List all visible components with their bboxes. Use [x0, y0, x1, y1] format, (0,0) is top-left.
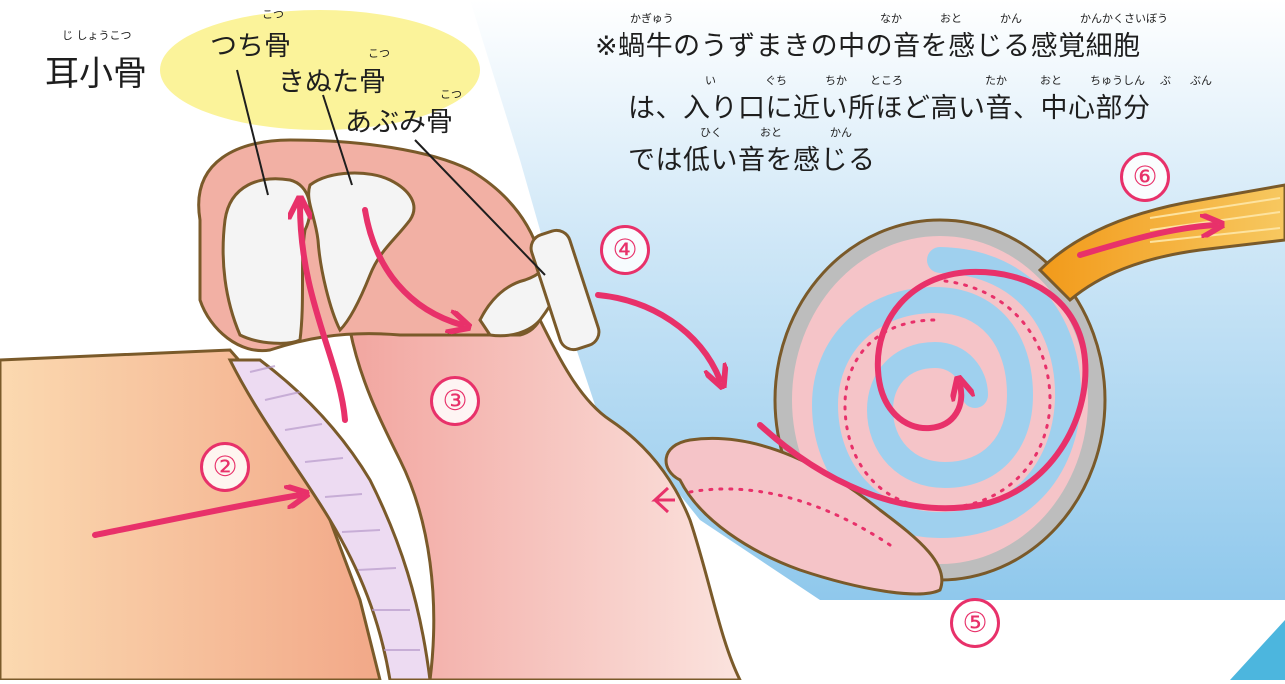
step-2-marker: ②	[200, 442, 250, 492]
corner-accent	[1230, 620, 1285, 680]
step-6-marker: ⑥	[1120, 152, 1170, 202]
malleus-bone	[223, 179, 310, 343]
note-line-1: ※蝸牛のうずまきの中の音を感じる感覚細胞	[595, 24, 1141, 63]
stapes-label: あぶみ骨	[345, 100, 453, 139]
note-line-3: では低い音を感じる	[628, 138, 876, 177]
step-3-marker: ③	[430, 376, 480, 426]
note-ruby-12: ぶ	[1160, 72, 1171, 88]
step-4-marker: ④	[600, 225, 650, 275]
malleus-label: つち骨	[210, 24, 291, 63]
step-5-marker: ⑤	[950, 598, 1000, 648]
incus-ruby: こつ	[368, 45, 390, 61]
malleus-ruby: こつ	[262, 6, 284, 22]
note-line-2: は、入り口に近い所ほど高い音、中心部分	[628, 86, 1151, 125]
incus-label: きぬた骨	[278, 60, 386, 99]
title-ruby: じ しょうこつ	[62, 27, 132, 43]
page-title: 耳小骨	[45, 46, 147, 95]
note-ruby-13: ぶん	[1190, 72, 1212, 88]
